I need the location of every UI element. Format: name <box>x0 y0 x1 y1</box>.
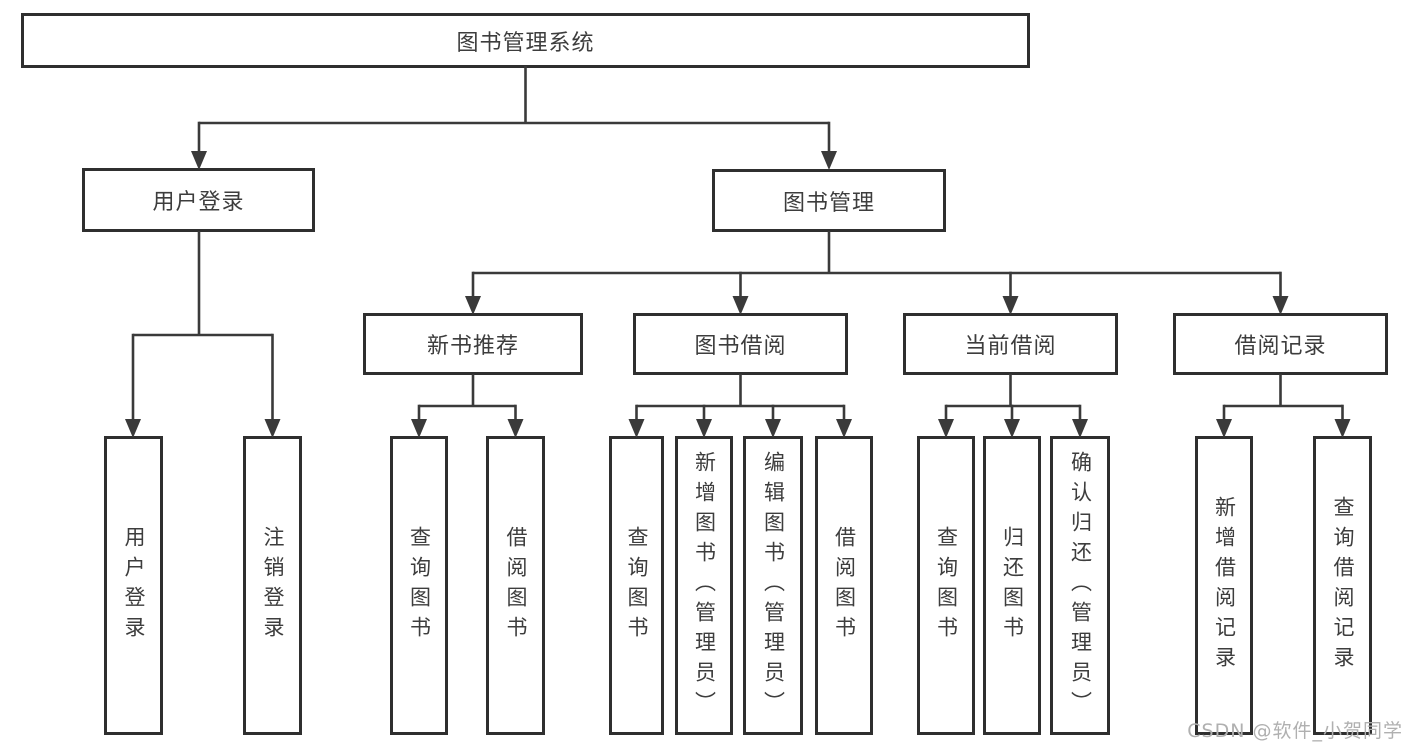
leaf-user-login: 用户登录 <box>104 436 163 735</box>
node-root: 图书管理系统 <box>21 13 1030 68</box>
leaf-bb-borrow-books-label: 借阅图书 <box>832 525 857 646</box>
node-book-borrow-label: 图书借阅 <box>694 334 787 359</box>
leaf-user-login-label: 用户登录 <box>122 525 146 646</box>
node-borrow-records-label: 借阅记录 <box>1234 334 1327 359</box>
leaf-br-add-borrow-record-label: 新增借阅记录 <box>1212 495 1237 676</box>
leaf-bb-add-books-admin-label: 新增图书（管理员） <box>692 450 717 721</box>
leaf-bb-edit-books-admin-label: 编辑图书（管理员） <box>761 450 786 721</box>
leaf-nb-borrow-books: 借阅图书 <box>486 436 545 735</box>
leaf-cb-confirm-return-admin: 确认归还（管理员） <box>1050 436 1110 735</box>
leaf-bb-edit-books-admin: 编辑图书（管理员） <box>743 436 803 735</box>
node-new-book-recommend: 新书推荐 <box>363 313 583 375</box>
node-current-borrow: 当前借阅 <box>903 313 1118 375</box>
leaf-br-query-borrow-record-label: 查询借阅记录 <box>1331 495 1355 676</box>
node-book-borrow: 图书借阅 <box>633 313 848 375</box>
node-user-login-label: 用户登录 <box>152 190 245 215</box>
leaf-nb-query-books: 查询图书 <box>390 436 448 735</box>
node-current-borrow-label: 当前借阅 <box>964 334 1057 359</box>
leaf-bb-add-books-admin: 新增图书（管理员） <box>675 436 733 735</box>
leaf-br-add-borrow-record: 新增借阅记录 <box>1195 436 1253 735</box>
leaf-bb-borrow-books: 借阅图书 <box>815 436 873 735</box>
leaf-nb-borrow-books-label: 借阅图书 <box>504 525 528 646</box>
leaf-bb-query-books-label: 查询图书 <box>625 525 649 646</box>
node-book-management-label: 图书管理 <box>782 190 875 216</box>
leaf-logout-label: 注销登录 <box>261 525 285 646</box>
leaf-cb-confirm-return-admin-label: 确认归还（管理员） <box>1068 450 1093 721</box>
leaf-bb-query-books: 查询图书 <box>609 436 664 735</box>
node-book-management: 图书管理 <box>712 169 946 232</box>
csdn-watermark: CSDN @软件_小贺同学 <box>1187 720 1403 742</box>
leaf-cb-return-books-label: 归还图书 <box>1000 525 1025 646</box>
node-borrow-records: 借阅记录 <box>1173 313 1388 375</box>
node-root-label: 图书管理系统 <box>456 30 595 56</box>
leaf-nb-query-books-label: 查询图书 <box>407 525 432 646</box>
leaf-br-query-borrow-record: 查询借阅记录 <box>1313 436 1372 735</box>
leaf-cb-query-books-label: 查询图书 <box>934 525 959 646</box>
node-new-book-recommend-label: 新书推荐 <box>426 334 519 359</box>
leaf-cb-return-books: 归还图书 <box>983 436 1041 735</box>
leaf-logout: 注销登录 <box>243 436 302 735</box>
leaf-cb-query-books: 查询图书 <box>917 436 975 735</box>
node-user-login: 用户登录 <box>82 168 315 232</box>
